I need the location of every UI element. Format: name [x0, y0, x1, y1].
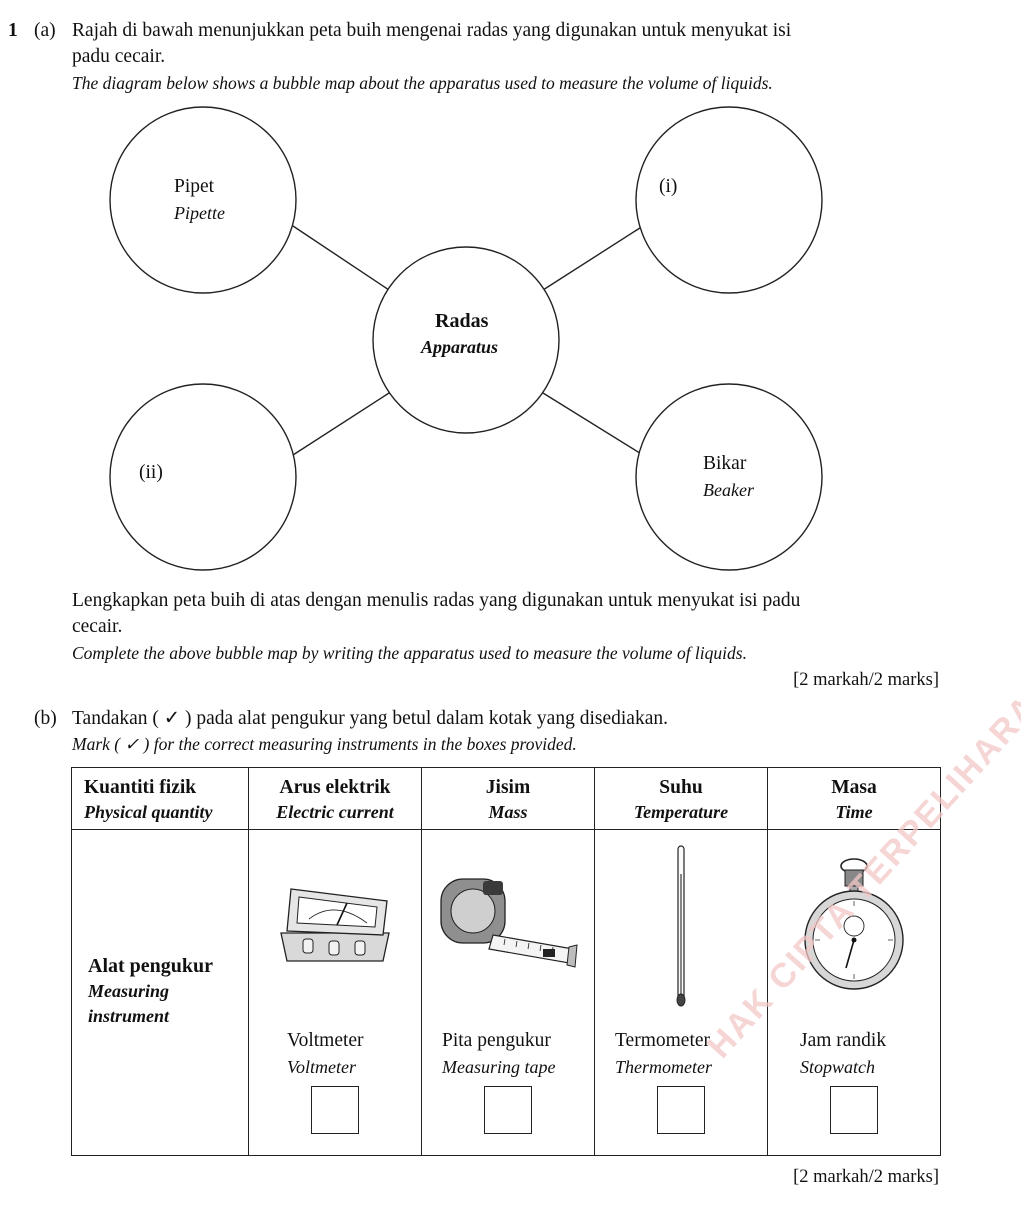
part-a-instruction-ms-line2: cecair. — [72, 616, 123, 637]
header-temperature-ms: Suhu — [659, 777, 703, 798]
bubble-bottom-left — [109, 383, 297, 571]
thermometer-cell: Termometer Thermometer — [594, 829, 768, 1156]
header-mass-ms: Jisim — [485, 777, 531, 798]
voltmeter-name-en: Voltmeter — [287, 1057, 356, 1077]
row-label-en-line1: Measuring — [88, 981, 170, 1001]
bubble-top-right — [635, 106, 823, 294]
header-electric-current: Arus elektrik Electric current — [248, 767, 422, 830]
stopwatch-name-en: Stopwatch — [800, 1057, 875, 1077]
header-physical-quantity-en: Physical quantity — [84, 802, 213, 822]
measuring-tape-name-en: Measuring tape — [442, 1057, 556, 1077]
part-b-marks: [2 markah/2 marks] — [793, 1167, 939, 1187]
part-b-instruction-ms: Tandakan ( ✓ ) pada alat pengukur yang b… — [72, 708, 668, 729]
bubble-center-ms: Radas — [435, 310, 489, 332]
connector-top-left — [292, 225, 390, 291]
voltmeter-cell: Voltmeter Voltmeter — [248, 829, 422, 1156]
header-electric-current-en: Electric current — [276, 802, 394, 822]
row-label-en-line2: instrument — [88, 1006, 170, 1026]
part-a-intro-ms-line2: padu cecair. — [72, 46, 166, 67]
part-a-intro-en: The diagram below shows a bubble map abo… — [72, 73, 773, 93]
row-label-cell: Alat pengukur Measuring instrument — [71, 829, 249, 1156]
thermometer-name-en: Thermometer — [615, 1057, 712, 1077]
header-time-en: Time — [835, 802, 873, 822]
part-a-instruction-ms-line1: Lengkapkan peta buih di atas dengan menu… — [72, 590, 801, 611]
bubble-center — [372, 246, 560, 434]
question-number: 1 — [8, 20, 18, 41]
part-a-marks: [2 markah/2 marks] — [793, 670, 939, 690]
header-temperature-en: Temperature — [633, 802, 729, 822]
header-physical-quantity-ms: Kuantiti fizik — [84, 777, 197, 798]
part-a-intro-ms-line1: Rajah di bawah menunjukkan peta buih men… — [72, 20, 792, 41]
header-electric-current-ms: Arus elektrik — [279, 777, 391, 798]
bubble-top-right-label: (i) — [659, 176, 678, 197]
bubble-top-left-ms: Pipet — [174, 176, 215, 197]
bubble-bottom-right-en: Beaker — [703, 480, 754, 500]
bubble-top-left — [109, 106, 297, 294]
voltmeter-icon — [280, 888, 390, 962]
bubble-bottom-left-label: (ii) — [139, 462, 163, 483]
voltmeter-name-ms: Voltmeter — [287, 1030, 364, 1051]
header-temperature: Suhu Temperature — [594, 767, 768, 830]
measuring-tape-cell: Pita pengukur Measuring tape — [421, 829, 595, 1156]
part-b-instruction-en: Mark ( ✓ ) for the correct measuring ins… — [72, 734, 577, 754]
measuring-tape-icon — [440, 878, 578, 968]
header-physical-quantity: Kuantiti fizik Physical quantity — [71, 767, 249, 830]
header-mass: Jisim Mass — [421, 767, 595, 830]
row-label-ms: Alat pengukur — [88, 955, 214, 977]
table-instrument-row: Alat pengukur Measuring instrument — [71, 829, 941, 1156]
connector-bottom-left — [292, 392, 390, 456]
voltmeter-checkbox[interactable] — [311, 1086, 359, 1134]
measuring-tape-checkbox[interactable] — [484, 1086, 532, 1134]
header-time: Masa Time — [767, 767, 941, 830]
bubble-bottom-right — [635, 383, 823, 571]
bubble-top-left-en: Pipette — [174, 203, 225, 223]
thermometer-checkbox[interactable] — [657, 1086, 705, 1134]
header-time-ms: Masa — [831, 777, 877, 798]
connector-bottom-right — [542, 392, 644, 456]
thermometer-name-ms: Termometer — [615, 1030, 711, 1051]
thermometer-icon — [676, 845, 686, 1007]
part-a-instruction-en: Complete the above bubble map by writing… — [72, 643, 747, 663]
bubble-map — [109, 106, 823, 571]
bubble-bottom-right-ms: Bikar — [703, 453, 747, 474]
stopwatch-name-ms: Jam randik — [800, 1030, 887, 1051]
stopwatch-cell: Jam randik Stopwatch — [767, 829, 941, 1156]
instrument-table: Kuantiti fizik Physical quantity Arus el… — [71, 767, 941, 1156]
part-b-label: (b) — [34, 708, 57, 729]
table-header-row: Kuantiti fizik Physical quantity Arus el… — [71, 767, 941, 830]
stopwatch-checkbox[interactable] — [830, 1086, 878, 1134]
connector-top-right — [542, 225, 644, 291]
measuring-tape-name-ms: Pita pengukur — [442, 1030, 551, 1051]
stopwatch-icon — [804, 858, 904, 990]
bubble-center-en: Apparatus — [421, 337, 499, 357]
header-mass-en: Mass — [488, 802, 528, 822]
part-a-label: (a) — [34, 20, 56, 41]
